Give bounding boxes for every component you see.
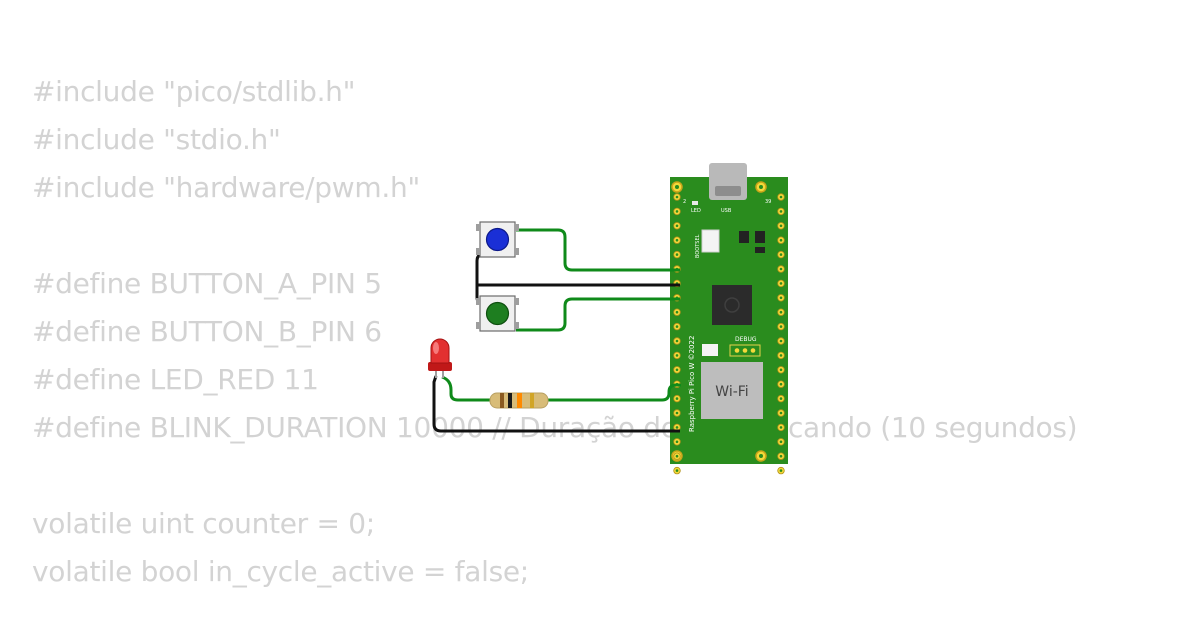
rp2040-chip — [712, 285, 752, 325]
pin-number-right: 39 — [765, 199, 771, 205]
wifi-module — [701, 362, 763, 419]
pin-number-left: 2 — [683, 199, 686, 205]
onboard-led — [692, 201, 698, 205]
resistor[interactable] — [489, 392, 549, 409]
bootsel-button[interactable] — [701, 229, 720, 253]
push-button-a[interactable] — [476, 221, 519, 258]
debug-label: DEBUG — [735, 336, 757, 343]
bootsel-label: BOOTSEL — [695, 234, 701, 258]
code-line: volatile bool in_cycle_active = false; — [32, 555, 529, 588]
code-line: volatile uint counter = 0; — [32, 507, 375, 540]
code-line: #define BUTTON_A_PIN 5 — [32, 267, 382, 300]
push-button-b[interactable] — [476, 295, 519, 332]
pico-board[interactable]: LED USB 2 39 BOOTSEL DEBUG Wi-Fi Raspber… — [670, 163, 788, 475]
red-led[interactable] — [428, 338, 452, 378]
code-line: #include "stdio.h" — [32, 123, 281, 156]
led-label: LED — [691, 208, 701, 214]
pin-header-right — [777, 193, 785, 475]
wire-button-a[interactable] — [516, 228, 680, 272]
code-line: #define BUTTON_B_PIN 6 — [32, 315, 382, 348]
code-line: #include "pico/stdlib.h" — [32, 75, 356, 108]
code-line: #include "hardware/pwm.h" — [32, 171, 420, 204]
wire-led-cathode[interactable] — [432, 375, 680, 433]
wire-led-anode[interactable] — [441, 375, 681, 402]
code-line: #define LED_RED 11 — [32, 363, 319, 396]
code-listing: #include "pico/stdlib.h" #include "stdio.… — [32, 68, 1168, 596]
wire-button-b[interactable] — [516, 297, 680, 332]
usb-label: USB — [721, 208, 732, 214]
wifi-label: Wi-Fi — [715, 384, 748, 400]
board-model-label: Raspberry Pi Pico W ©2022 — [688, 336, 696, 432]
raspberry-logo-icon — [724, 297, 740, 313]
usb-port — [715, 186, 741, 196]
